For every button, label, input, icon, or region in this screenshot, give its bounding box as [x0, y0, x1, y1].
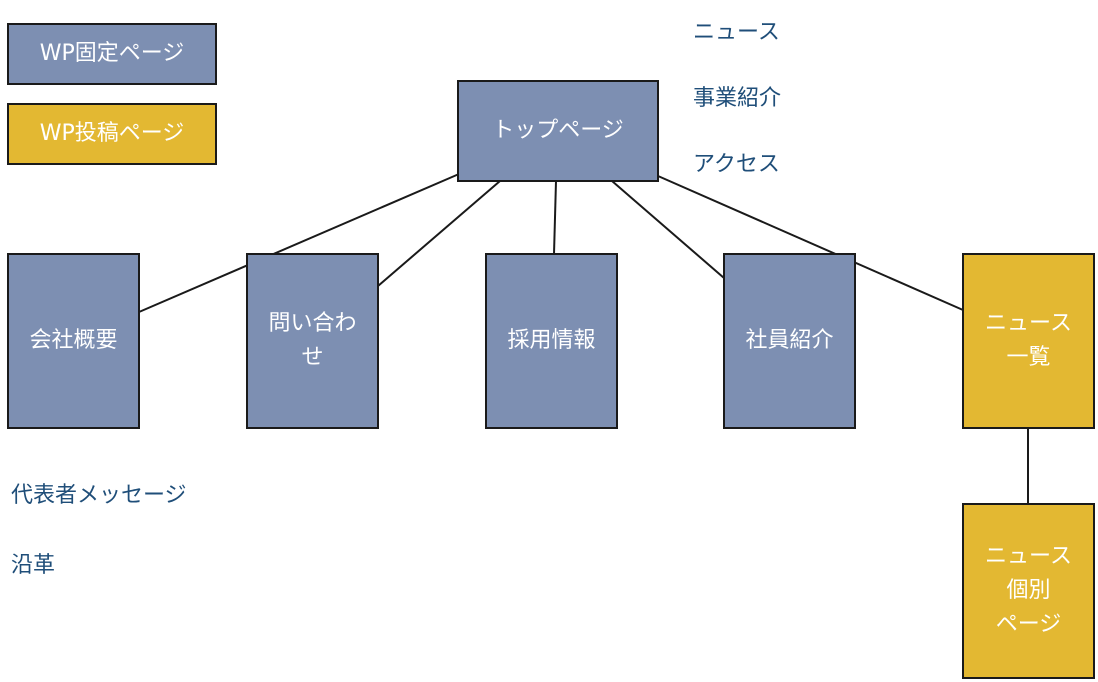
line-top-news-list — [657, 175, 964, 311]
node-news-list[interactable]: ニュース 一覧 — [962, 253, 1095, 429]
node-contact[interactable]: 問い合わ せ — [246, 253, 379, 429]
node-contact-label: 問い合わ せ — [268, 311, 357, 370]
node-staff[interactable]: 社員紹介 — [723, 253, 856, 429]
node-staff-label: 社員紹介 — [745, 328, 834, 353]
legend-fixed-page-label: WP固定ページ — [39, 41, 185, 66]
legend-post-page: WP投稿ページ — [7, 103, 217, 165]
node-news-detail[interactable]: ニュース 個別 ページ — [962, 503, 1095, 679]
node-news-list-label: ニュース 一覧 — [985, 311, 1072, 370]
node-company[interactable]: 会社概要 — [7, 253, 140, 429]
company-section-message: 代表者メッセージ — [11, 483, 187, 508]
node-company-label: 会社概要 — [29, 328, 118, 353]
line-top-staff — [611, 180, 725, 279]
legend-post-page-label: WP投稿ページ — [39, 121, 185, 146]
company-section-history: 沿革 — [11, 553, 56, 578]
top-section-news: ニュース — [693, 20, 780, 45]
legend-fixed-page: WP固定ページ — [7, 23, 217, 85]
line-top-contact — [377, 180, 501, 287]
top-section-business: 事業紹介 — [693, 86, 782, 111]
top-section-access: アクセス — [693, 152, 780, 177]
line-top-recruit — [553, 180, 557, 255]
node-recruit-label: 採用情報 — [507, 328, 596, 353]
line-top-company — [138, 173, 460, 313]
node-news-detail-label: ニュース 個別 ページ — [985, 544, 1072, 637]
node-top-page-label: トップページ — [492, 118, 624, 143]
node-recruit[interactable]: 採用情報 — [485, 253, 618, 429]
node-top-page[interactable]: トップページ — [457, 80, 659, 182]
